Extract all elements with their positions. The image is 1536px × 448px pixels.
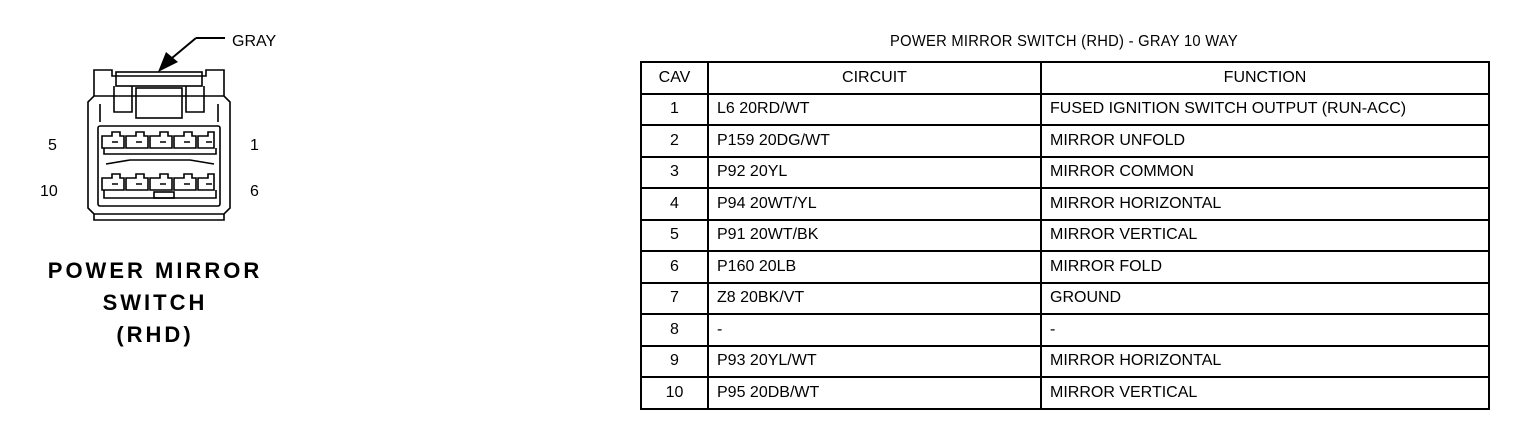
connector-housing (87, 95, 231, 215)
header-cav: CAV (640, 61, 709, 95)
cav-cell: 1 (640, 92, 709, 126)
circuit-cell: P94 20WT/YL (707, 187, 1042, 221)
callout-arrowhead (158, 52, 178, 72)
pin-label-10: 10 (40, 183, 58, 200)
circuit-cell: P160 20LB (707, 250, 1042, 284)
pin-label-1: 1 (250, 137, 259, 154)
cav-cell: 7 (640, 281, 709, 315)
function-cell: MIRROR VERTICAL (1040, 218, 1490, 252)
function-cell: MIRROR VERTICAL (1040, 376, 1490, 410)
circuit-cell: P91 20WT/BK (707, 218, 1042, 252)
circuit-cell: Z8 20BK/VT (707, 281, 1042, 315)
table-header-row: CAV CIRCUIT FUNCTION (640, 61, 1490, 95)
function-cell: MIRROR HORIZONTAL (1040, 344, 1490, 378)
connector-diagram: GRAY (40, 33, 276, 347)
circuit-cell: L6 20RD/WT (707, 92, 1042, 126)
cav-cell: 9 (640, 344, 709, 378)
connector-title-line-2: SWITCH (103, 290, 208, 315)
connector-latch (93, 69, 225, 96)
function-cell: MIRROR COMMON (1040, 155, 1490, 189)
pin-label-6: 6 (250, 183, 259, 200)
top-cavity-row (101, 131, 217, 155)
cav-cell: 10 (640, 376, 709, 410)
table-title: POWER MIRROR SWITCH (RHD) - GRAY 10 WAY (890, 33, 1238, 50)
table-row: 3 P92 20YL MIRROR COMMON (640, 155, 1490, 189)
circuit-cell: P92 20YL (707, 155, 1042, 189)
color-callout: GRAY (158, 33, 276, 72)
cav-cell: 6 (640, 250, 709, 284)
header-function: FUNCTION (1040, 61, 1490, 95)
table-row: 6 P160 20LB MIRROR FOLD (640, 250, 1490, 284)
table-row: 7 Z8 20BK/VT GROUND (640, 281, 1490, 315)
connector-title-line-1: POWER MIRROR (48, 258, 262, 283)
cavity-frame (97, 125, 221, 207)
function-cell: MIRROR HORIZONTAL (1040, 187, 1490, 221)
table-row: 8 - - (640, 313, 1490, 347)
connector-body (87, 69, 231, 221)
circuit-cell: - (707, 313, 1042, 347)
connector-title-line-3: (RHD) (116, 322, 193, 347)
circuit-cell: P95 20DB/WT (707, 376, 1042, 410)
pinout-table: CAV CIRCUIT FUNCTION 1 L6 20RD/WT FUSED … (640, 61, 1490, 410)
cav-cell: 2 (640, 124, 709, 158)
cav-cell: 4 (640, 187, 709, 221)
table-row: 5 P91 20WT/BK MIRROR VERTICAL (640, 218, 1490, 252)
cav-cell: 5 (640, 218, 709, 252)
circuit-cell: P159 20DG/WT (707, 124, 1042, 158)
table-row: 9 P93 20YL/WT MIRROR HORIZONTAL (640, 344, 1490, 378)
latch-window (135, 87, 183, 119)
function-cell: MIRROR FOLD (1040, 250, 1490, 284)
cav-cell: 3 (640, 155, 709, 189)
circuit-cell: P93 20YL/WT (707, 344, 1042, 378)
header-circuit: CIRCUIT (707, 61, 1042, 95)
table-row: 2 P159 20DG/WT MIRROR UNFOLD (640, 124, 1490, 158)
callout-arrow-shaft (171, 37, 197, 59)
cav-cell: 8 (640, 313, 709, 347)
connector-color-label: GRAY (232, 33, 276, 50)
function-cell: MIRROR UNFOLD (1040, 124, 1490, 158)
pin-label-5: 5 (48, 137, 57, 154)
table-row: 1 L6 20RD/WT FUSED IGNITION SWITCH OUTPU… (640, 92, 1490, 126)
bottom-cavity-row (101, 173, 217, 199)
table-row: 10 P95 20DB/WT MIRROR VERTICAL (640, 376, 1490, 410)
latch-tab (115, 71, 203, 87)
table-row: 4 P94 20WT/YL MIRROR HORIZONTAL (640, 187, 1490, 221)
function-cell: FUSED IGNITION SWITCH OUTPUT (RUN-ACC) (1040, 92, 1490, 126)
function-cell: GROUND (1040, 281, 1490, 315)
function-cell: - (1040, 313, 1490, 347)
